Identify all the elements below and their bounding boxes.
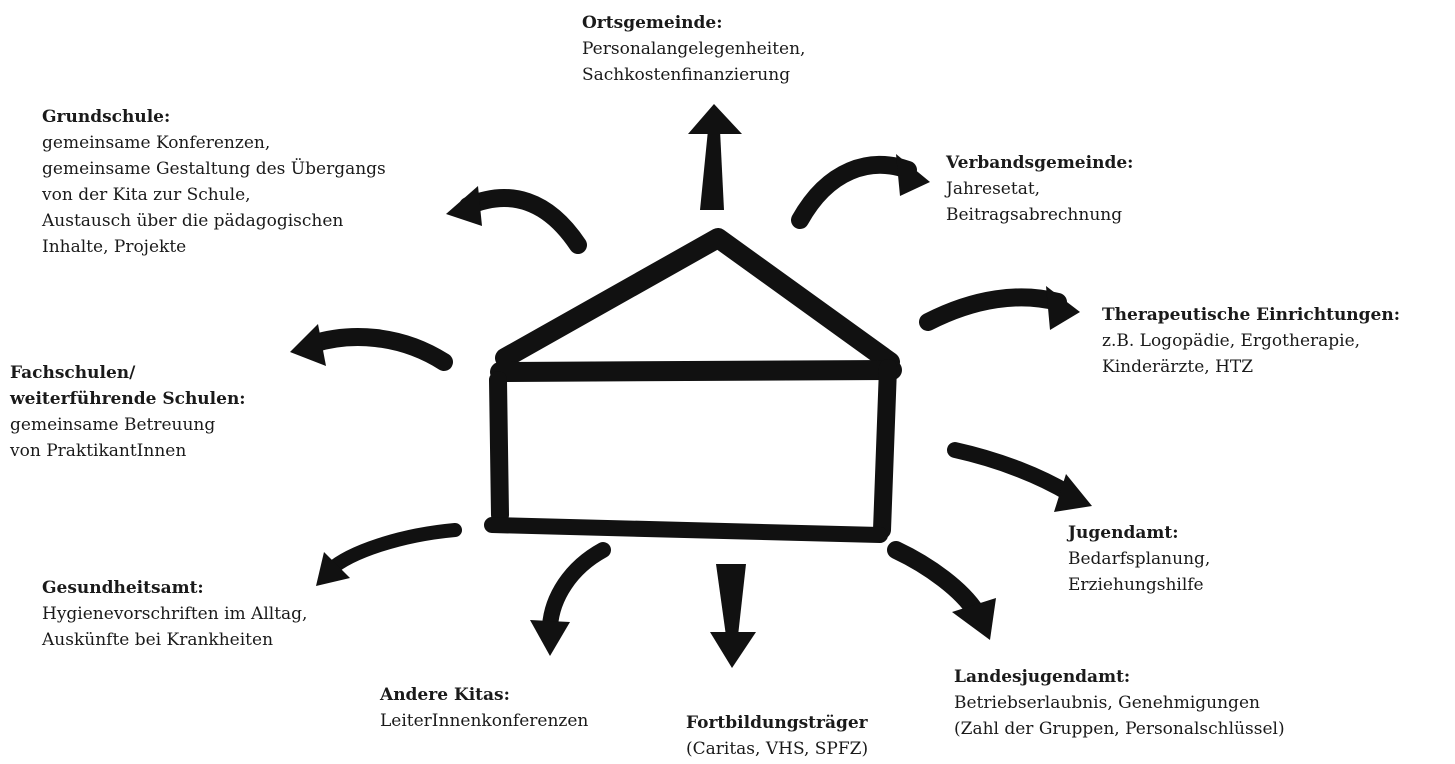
arrow-landesjugendamt xyxy=(887,541,996,640)
node-line: von PraktikantInnen xyxy=(10,441,187,461)
arrow-therapeutische xyxy=(919,286,1080,331)
node-line: Kinderärzte, HTZ xyxy=(1102,357,1254,377)
arrow-grundschule xyxy=(446,186,587,254)
node-line: gemeinsame Betreuung xyxy=(10,415,216,435)
node-ortsgemeinde: Ortsgemeinde: Personalangelegenheiten, S… xyxy=(582,10,805,88)
arrow-ortsgemeinde xyxy=(688,104,742,210)
node-line: Personalangelegenheiten, xyxy=(582,39,806,59)
house-icon xyxy=(484,228,902,543)
node-title: Grundschule: xyxy=(42,107,171,127)
node-line: gemeinsame Gestaltung des Übergangs xyxy=(42,159,386,179)
node-title: Gesundheitsamt: xyxy=(42,578,204,598)
node-title: Ortsgemeinde: xyxy=(582,13,723,33)
node-line: Sachkostenfinanzierung xyxy=(582,65,791,85)
node-line: Inhalte, Projekte xyxy=(42,237,187,257)
node-line: z.B. Logopädie, Ergotherapie, xyxy=(1102,331,1361,351)
node-line: (Zahl der Gruppen, Personalschlüssel) xyxy=(954,719,1285,739)
node-line: von der Kita zur Schule, xyxy=(42,185,251,205)
node-line: (Caritas, VHS, SPFZ) xyxy=(686,739,869,759)
node-title: Fortbildungsträger xyxy=(686,713,868,733)
arrow-fortbildung xyxy=(710,564,756,668)
node-fortbildungstraeger: Fortbildungsträger (Caritas, VHS, SPFZ) xyxy=(686,710,868,762)
node-grundschule: Grundschule: gemeinsame Konferenzen, gem… xyxy=(42,104,386,260)
node-therapeutische-einrichtungen: Therapeutische Einrichtungen: z.B. Logop… xyxy=(1102,302,1400,380)
node-line: gemeinsame Konferenzen, xyxy=(42,133,271,153)
node-title: Verbandsgemeinde: xyxy=(946,153,1134,173)
arrow-fachschulen xyxy=(290,324,453,371)
node-landesjugendamt: Landesjugendamt: Betriebserlaubnis, Gene… xyxy=(954,664,1285,742)
node-fachschulen: Fachschulen/ weiterführende Schulen: gem… xyxy=(10,360,246,464)
node-andere-kitas: Andere Kitas: LeiterInnenkonferenzen xyxy=(380,682,588,734)
node-line: Erziehungshilfe xyxy=(1068,575,1204,595)
node-line: Hygienevorschriften im Alltag, xyxy=(42,604,308,624)
arrow-gesundheitsamt xyxy=(316,523,462,586)
node-title: Jugendamt: xyxy=(1068,523,1179,543)
node-line: LeiterInnenkonferenzen xyxy=(380,711,589,731)
node-line: Betriebserlaubnis, Genehmigungen xyxy=(954,693,1260,713)
node-title-2: weiterführende Schulen: xyxy=(10,389,246,409)
arrow-andere-kitas xyxy=(530,542,611,656)
arrow-jugendamt xyxy=(947,442,1092,512)
node-title: Fachschulen/ xyxy=(10,363,136,383)
node-line: Austausch über die pädagogischen xyxy=(42,211,344,231)
node-line: Jahresetat, xyxy=(946,179,1041,199)
node-line: Beitragsabrechnung xyxy=(946,205,1123,225)
node-title: Landesjugendamt: xyxy=(954,667,1131,687)
node-jugendamt: Jugendamt: Bedarfsplanung, Erziehungshil… xyxy=(1068,520,1210,598)
node-line: Auskünfte bei Krankheiten xyxy=(42,630,274,650)
node-title: Therapeutische Einrichtungen: xyxy=(1102,305,1400,325)
node-verbandsgemeinde: Verbandsgemeinde: Jahresetat, Beitragsab… xyxy=(946,150,1133,228)
node-title: Andere Kitas: xyxy=(380,685,510,705)
node-gesundheitsamt: Gesundheitsamt: Hygienevorschriften im A… xyxy=(42,575,307,653)
arrow-verbandsgemeinde xyxy=(791,154,930,229)
node-line: Bedarfsplanung, xyxy=(1068,549,1211,569)
